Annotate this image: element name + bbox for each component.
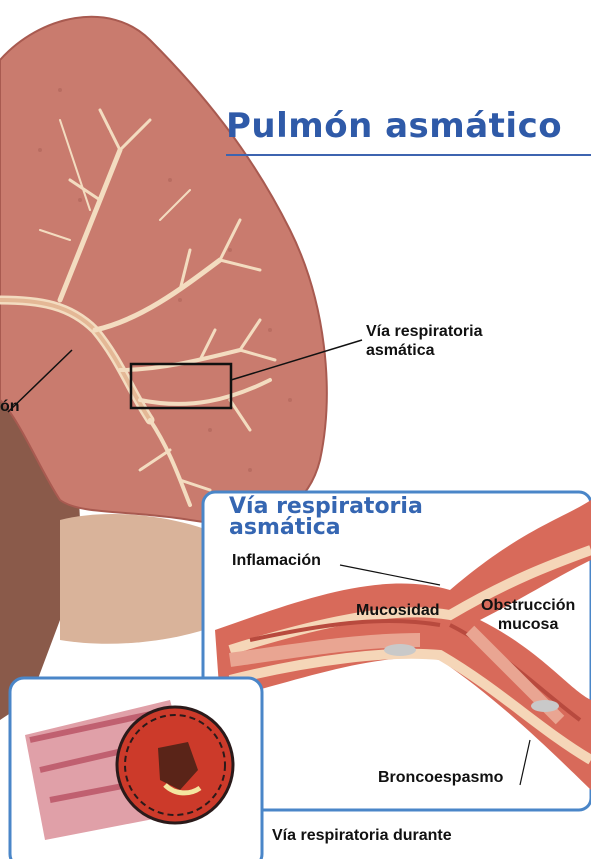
inflammation-label: Inflamación — [232, 551, 321, 570]
lung-lobe — [0, 17, 327, 524]
bottom-caption: Vía respiratoria durante — [272, 826, 452, 845]
left-cut-label: ón — [0, 398, 20, 416]
airway-label: Vía respiratoria asmática — [366, 322, 483, 360]
inset-title-line1: Vía respiratoria — [229, 496, 423, 517]
inset-title-line2: asmática — [229, 517, 423, 538]
obstruction-label-line1: Obstrucción — [481, 596, 575, 615]
page-title: Pulmón asmático — [226, 106, 591, 146]
airway-label-line2: asmática — [366, 341, 483, 360]
title-underline — [226, 154, 591, 156]
airway-label-line1: Vía respiratoria — [366, 322, 483, 341]
obstruction-label: Obstrucción mucosa — [481, 596, 575, 634]
inset-title: Vía respiratoria asmática — [229, 496, 423, 538]
mucus-label: Mucosidad — [356, 601, 440, 620]
bronchospasm-label: Broncoespasmo — [378, 768, 503, 787]
obstruction-label-line2: mucosa — [481, 615, 575, 634]
